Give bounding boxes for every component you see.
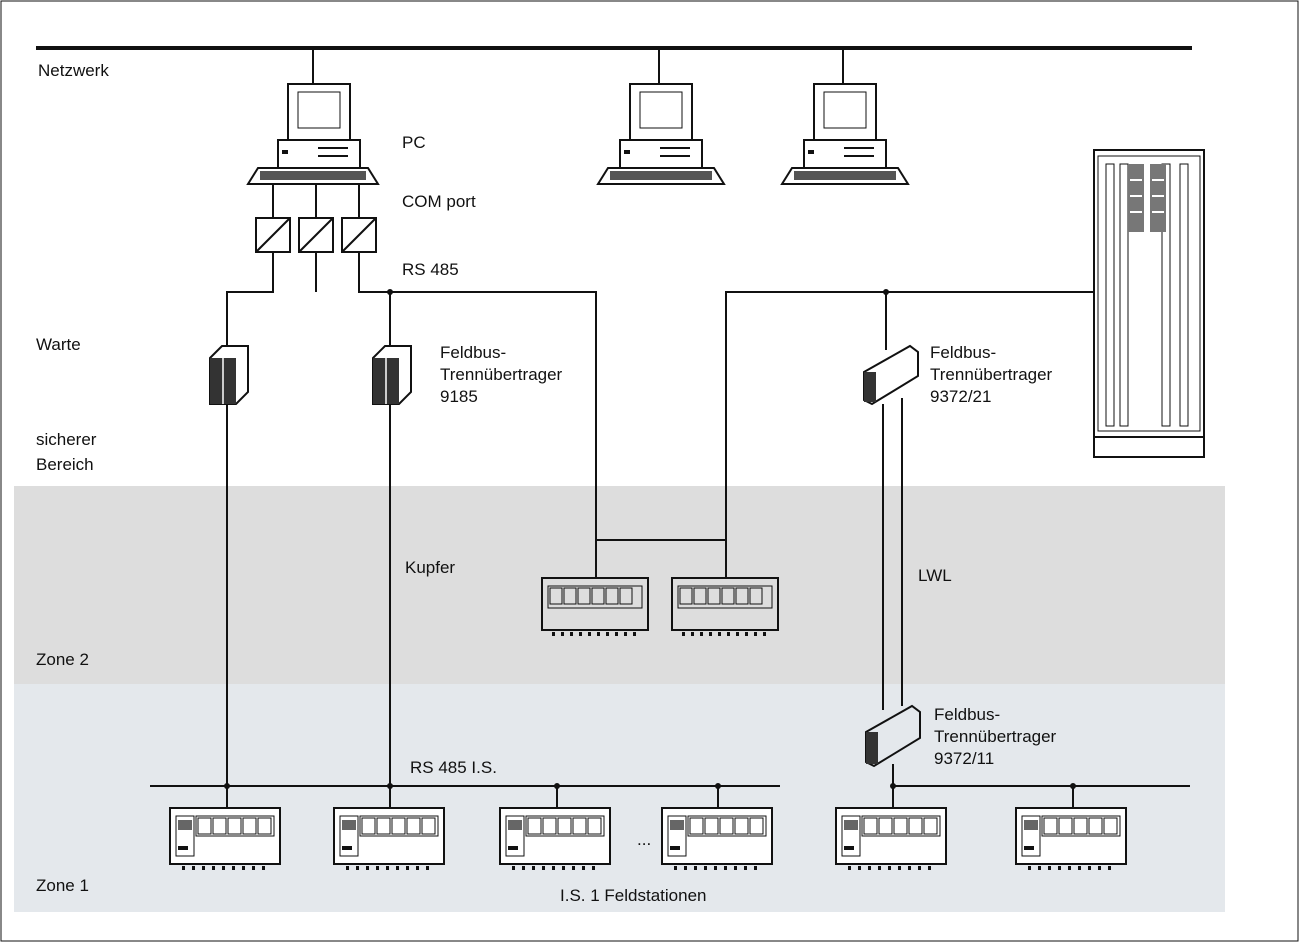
label-lwl: LWL <box>918 566 952 585</box>
isolator-9185-icon <box>372 345 412 405</box>
label-ellipsis: ... <box>637 830 651 849</box>
label-warte: Warte <box>36 335 81 354</box>
workstation-2-icon <box>596 83 726 185</box>
label-bereich: Bereich <box>36 455 94 474</box>
isolator-9372-11-line3: 9372/11 <box>934 749 994 768</box>
isolator-9185-line3: 9185 <box>440 387 478 406</box>
zone2-station-2-icon <box>671 577 779 636</box>
isolator-module-left-icon <box>209 345 249 405</box>
label-rs485: RS 485 <box>402 260 459 279</box>
isolator-9372-11-line2: Trennübertrager <box>934 727 1057 746</box>
control-cabinet-icon <box>1093 149 1205 458</box>
field-station-icon <box>333 807 445 870</box>
isolator-9372-11-icon <box>865 704 921 768</box>
rs485-bus <box>358 252 597 540</box>
isolator-9185-line1: Feldbus- <box>440 343 506 362</box>
isolator-9372-21-line1: Feldbus- <box>930 343 996 362</box>
field-station-icon <box>661 807 773 870</box>
isolator-9372-21-line3: 9372/21 <box>930 387 991 406</box>
isolator-9372-21-line2: Trennübertrager <box>930 365 1053 384</box>
label-rs485-is: RS 485 I.S. <box>410 758 497 777</box>
label-zone2: Zone 2 <box>36 650 89 669</box>
rs485-bus-right <box>725 291 1094 540</box>
label-netzwerk: Netzwerk <box>38 61 109 80</box>
junction-dot <box>883 289 889 295</box>
rs485-line-left <box>226 252 274 345</box>
field-station-icon <box>835 807 947 870</box>
zone2-area <box>14 486 1225 684</box>
label-pc: PC <box>402 133 426 152</box>
label-zone1: Zone 1 <box>36 876 89 895</box>
pc-computer-icon <box>246 83 380 185</box>
isolator-9372-11-line1: Feldbus- <box>934 705 1000 724</box>
isolator-9185-line2: Trennübertrager <box>440 365 563 384</box>
zone2-station-1-icon <box>541 577 649 636</box>
label-sicherer: sicherer <box>36 430 97 449</box>
junction-dot <box>387 289 393 295</box>
label-com-port: COM port <box>402 192 476 211</box>
workstation-3-icon <box>780 83 910 185</box>
field-station-icon <box>499 807 611 870</box>
zone1-area <box>14 684 1225 912</box>
label-feldstationen: I.S. 1 Feldstationen <box>560 886 706 905</box>
field-station-icon <box>1015 807 1127 870</box>
label-kupfer: Kupfer <box>405 558 455 577</box>
converter-icons <box>255 217 377 253</box>
zone1-field-stations <box>169 807 1127 870</box>
field-station-icon <box>169 807 281 870</box>
isolator-9372-21-icon <box>863 344 919 406</box>
